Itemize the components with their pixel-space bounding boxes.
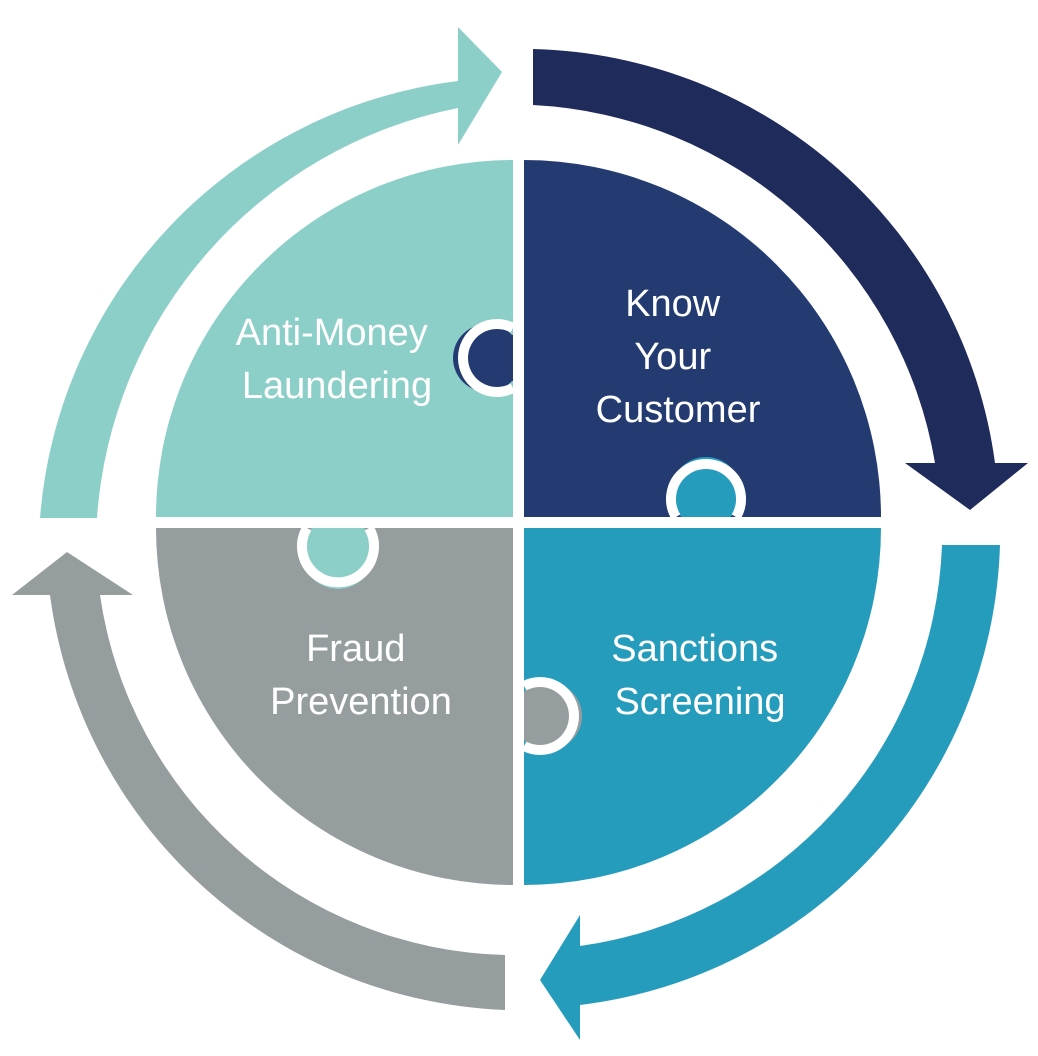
arrow-anti-money-laundering xyxy=(40,27,502,518)
label-line: Screening xyxy=(614,681,785,723)
arrow-sanctions-screening xyxy=(540,545,1000,1040)
puzzle-tab-outline-aml xyxy=(297,525,379,588)
puzzle-tab-outline-sanctions xyxy=(666,458,746,520)
puzzle-tab-outline-kyc xyxy=(458,319,516,397)
quadrant-know-your-customer xyxy=(524,160,881,517)
puzzle-seams xyxy=(148,150,890,898)
label-anti-money-laundering: Anti-Money Laundering xyxy=(236,312,439,407)
quadrant-sanctions-screening xyxy=(524,528,881,885)
puzzle-tab-outline-fraud xyxy=(521,677,579,755)
label-line: Customer xyxy=(596,389,761,431)
label-fraud-prevention: Fraud Prevention xyxy=(270,628,452,723)
label-sanctions-screening: Sanctions Screening xyxy=(611,628,788,723)
puzzle-tab-aml-neck xyxy=(315,510,361,554)
quadrant-anti-money-laundering xyxy=(156,160,513,517)
label-line: Anti-Money xyxy=(236,312,428,354)
label-line: Laundering xyxy=(242,365,432,407)
label-line: Fraud xyxy=(306,628,405,670)
label-line: Sanctions xyxy=(611,628,778,670)
arrow-fraud-prevention xyxy=(12,552,505,1010)
label-line: Know xyxy=(625,283,721,325)
label-know-your-customer: Know Your Customer xyxy=(596,283,761,431)
quadrant-fraud-prevention xyxy=(156,528,513,885)
label-line: Prevention xyxy=(270,681,452,723)
arrow-know-your-customer xyxy=(533,49,1028,510)
label-line: Your xyxy=(634,336,711,378)
